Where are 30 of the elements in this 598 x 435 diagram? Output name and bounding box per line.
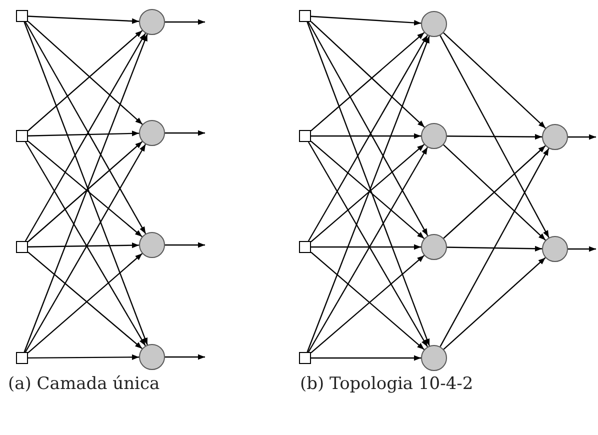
input-square [16, 130, 28, 142]
arrow [28, 242, 140, 248]
input-square [16, 241, 28, 253]
caption: (b) Topologia 10-4-2 [300, 373, 474, 396]
arrow [165, 130, 205, 136]
arrow [28, 16, 140, 24]
input-square [299, 352, 311, 364]
arrow [440, 35, 550, 238]
input-square [299, 10, 311, 22]
arrow [311, 355, 421, 361]
arrow [310, 16, 422, 26]
arrow [443, 257, 546, 350]
arrow [440, 148, 550, 347]
arrow [443, 32, 546, 129]
arrow [28, 130, 140, 136]
arrow [165, 354, 205, 360]
arrow [28, 354, 139, 360]
input-square [299, 241, 311, 253]
arrow [311, 133, 421, 139]
caption: (a) Camada única [8, 373, 160, 396]
input-square [16, 10, 28, 22]
arrow [568, 246, 596, 252]
input-square [16, 352, 28, 364]
input-square [299, 130, 311, 142]
arrow [568, 134, 596, 140]
arrow [447, 134, 542, 140]
arrow [165, 242, 205, 248]
arrow [165, 19, 205, 25]
arrow [311, 244, 421, 250]
arrow [446, 246, 542, 252]
